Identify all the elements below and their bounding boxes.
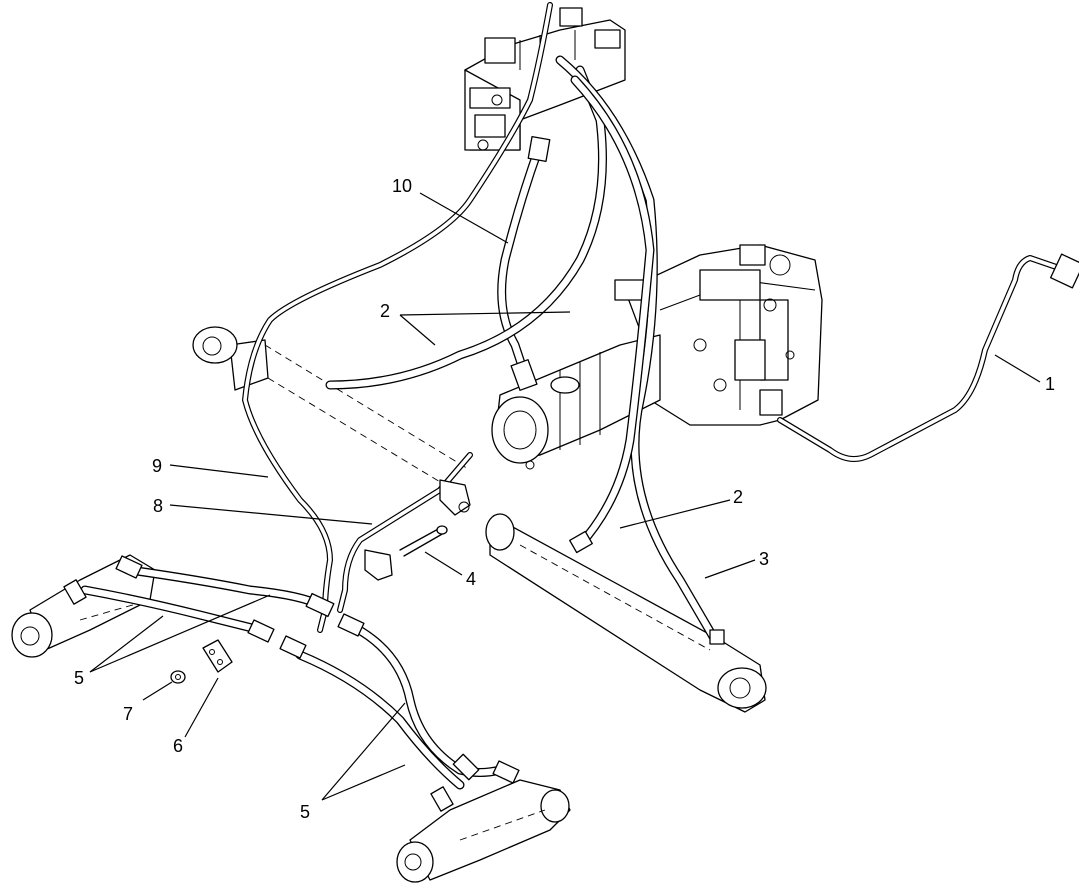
hydraulic-pump <box>614 244 823 426</box>
callout-leaders <box>89 192 1041 801</box>
callout-8: 8 <box>153 496 163 516</box>
bolt <box>399 525 448 557</box>
hydraulic-hoses <box>63 2 1079 812</box>
callout-9: 9 <box>152 456 162 476</box>
lift-cylinder-right <box>485 513 767 713</box>
lift-cylinder-left <box>192 326 471 501</box>
hose-clamp <box>202 639 233 673</box>
callout-3: 3 <box>759 549 769 569</box>
gear-pump <box>491 334 661 470</box>
callout-1: 1 <box>1045 374 1055 394</box>
valve-manifold <box>464 7 626 151</box>
callout-2-upper: 2 <box>380 301 390 321</box>
callout-4: 4 <box>466 569 476 589</box>
callout-10: 10 <box>392 176 412 196</box>
steering-cylinder-rear <box>396 779 571 883</box>
nut <box>170 670 186 684</box>
callout-7: 7 <box>123 704 133 724</box>
callout-labels: 1 2 2 3 4 5 5 6 7 8 9 10 <box>74 176 1055 822</box>
callout-2-lower: 2 <box>733 487 743 507</box>
callout-5-rear: 5 <box>300 802 310 822</box>
callout-6: 6 <box>173 736 183 756</box>
callout-5-front: 5 <box>74 668 84 688</box>
mount-bracket <box>364 479 471 581</box>
